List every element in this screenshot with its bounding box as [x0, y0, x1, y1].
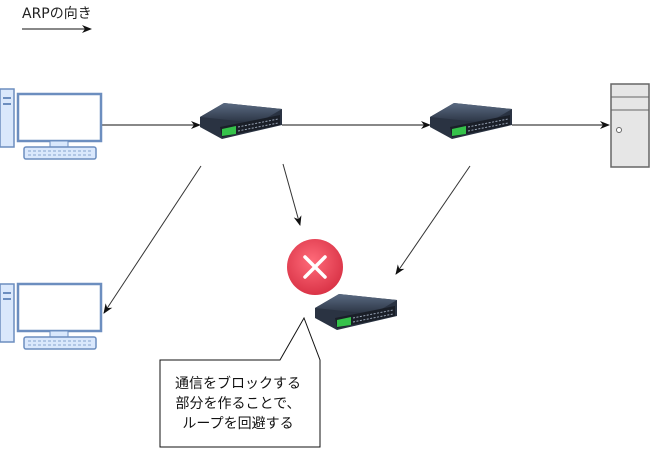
server-tower-icon	[610, 83, 650, 168]
server-right	[610, 83, 650, 168]
pc-keyboard	[23, 146, 97, 160]
legend-label: ARPの向き	[22, 6, 92, 22]
arrow-switch2-to-switch3	[395, 165, 471, 275]
callout-line-1: 通信をブロックする	[175, 376, 301, 392]
pc-keyboard	[23, 336, 97, 350]
blocked-x-icon	[287, 239, 343, 295]
pc-top-left	[0, 88, 103, 160]
switch-1	[200, 103, 282, 139]
switch-3	[315, 294, 397, 330]
callout-line-2: 部分を作ることで、	[175, 396, 301, 412]
pc-monitor	[16, 282, 103, 333]
callout-line-3: ループを回避する	[182, 416, 294, 432]
arrow-switch1-to-block	[282, 163, 302, 226]
callout-text: 通信をブロックする 部分を作ることで、 ループを回避する	[163, 374, 313, 434]
pc-monitor	[16, 92, 103, 143]
switch-2	[430, 103, 512, 139]
callout-bubble	[159, 316, 321, 448]
pc-bottom-left	[0, 282, 103, 350]
arrow-switch1-to-pc2	[103, 165, 202, 314]
